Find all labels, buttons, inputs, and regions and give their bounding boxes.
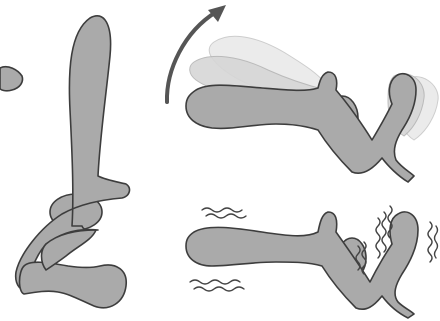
vibe-line-bottom-2 xyxy=(194,287,244,291)
cropped-edge-shape xyxy=(0,67,23,91)
vibration-device xyxy=(186,206,438,318)
vibe-line-bottom-1 xyxy=(190,280,240,284)
vibe-line-top-2 xyxy=(382,212,386,252)
upright-device xyxy=(0,16,129,308)
vibe-line-top-1 xyxy=(376,218,380,258)
vibe-line-left-1 xyxy=(202,208,242,212)
vibe-line-left-2 xyxy=(206,214,246,218)
bending-motion-device xyxy=(167,5,438,182)
vibe-line-right-1 xyxy=(428,222,432,262)
vibe-line-right-2 xyxy=(435,226,438,258)
lower-arm xyxy=(20,262,127,308)
